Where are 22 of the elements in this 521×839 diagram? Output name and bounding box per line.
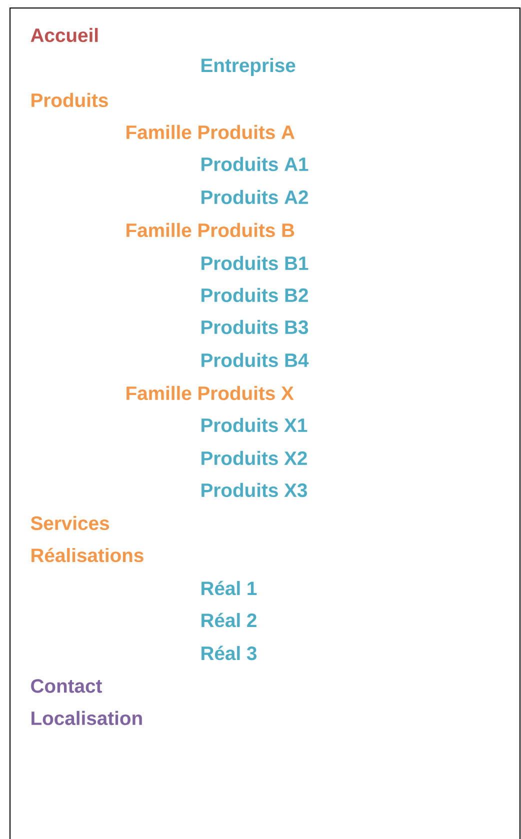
menu-item: Réal 2 xyxy=(202,612,256,628)
menu-item: Entreprise xyxy=(202,58,296,76)
menu-item: Réal 3 xyxy=(202,646,256,660)
menu-item: Produits B2 xyxy=(202,288,308,302)
menu-item: Produits xyxy=(32,92,108,108)
menu-item: Contact xyxy=(31,679,102,693)
menu-item: Produits X1 xyxy=(202,418,308,432)
menu-item: Produits B4 xyxy=(202,352,309,368)
menu-item: Produits B3 xyxy=(202,320,308,334)
menu-item: Produits X3 xyxy=(202,482,307,498)
menu-item: Produits A1 xyxy=(202,156,308,172)
menu-item: Accueil xyxy=(30,28,98,42)
menu-item: Famille Produits X xyxy=(126,386,294,400)
menu-item: Produits B1 xyxy=(202,256,308,270)
menu-item: Produits A2 xyxy=(202,190,308,204)
menu-item: Famille Produits A xyxy=(126,124,294,140)
menu-item: Localisation xyxy=(32,710,142,726)
menu-item: Réalisations xyxy=(32,548,144,562)
menu-item: Services xyxy=(30,516,110,530)
menu-item: Produits X2 xyxy=(202,450,307,466)
menu-item: Famille Produits B xyxy=(126,222,294,238)
menu-item: Réal 1 xyxy=(202,580,257,596)
